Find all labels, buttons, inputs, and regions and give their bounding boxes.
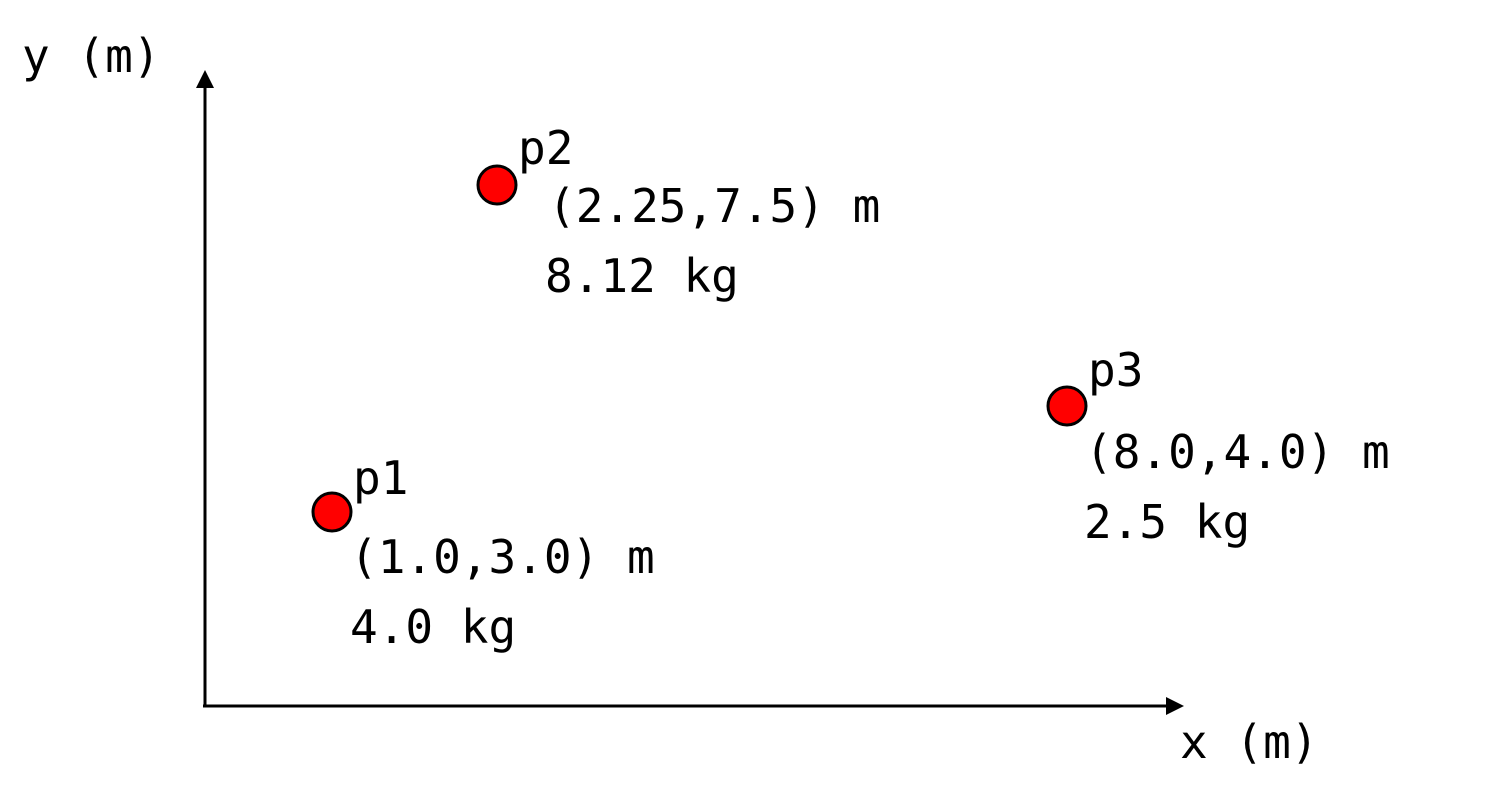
particle-p1: p1 (1.0,3.0) m 4.0 kg (311, 451, 655, 654)
y-axis-arrowhead (196, 70, 214, 88)
particle-name: p3 (1088, 343, 1143, 397)
particle-p2: p2 (2.25,7.5) m 8.12 kg (476, 121, 880, 303)
y-axis-label: y (m) (22, 29, 160, 83)
x-axis-label: x (m) (1180, 715, 1318, 769)
particle-name: p1 (353, 451, 408, 505)
particle-p3: p3 (8.0,4.0) m 2.5 kg (1046, 343, 1390, 549)
particle-name: p2 (518, 121, 573, 175)
particle-coordinates: (8.0,4.0) m (1085, 425, 1390, 479)
particle-coordinates: (2.25,7.5) m (548, 179, 880, 233)
particle-mass: 4.0 kg (350, 600, 516, 654)
particle-marker (1046, 385, 1088, 427)
particle-mass: 2.5 kg (1084, 495, 1250, 549)
x-axis-arrowhead (1166, 697, 1184, 715)
particle-mass: 8.12 kg (545, 249, 739, 303)
particle-marker (476, 164, 518, 206)
particle-marker (311, 491, 353, 533)
particle-coordinates: (1.0,3.0) m (350, 530, 655, 584)
